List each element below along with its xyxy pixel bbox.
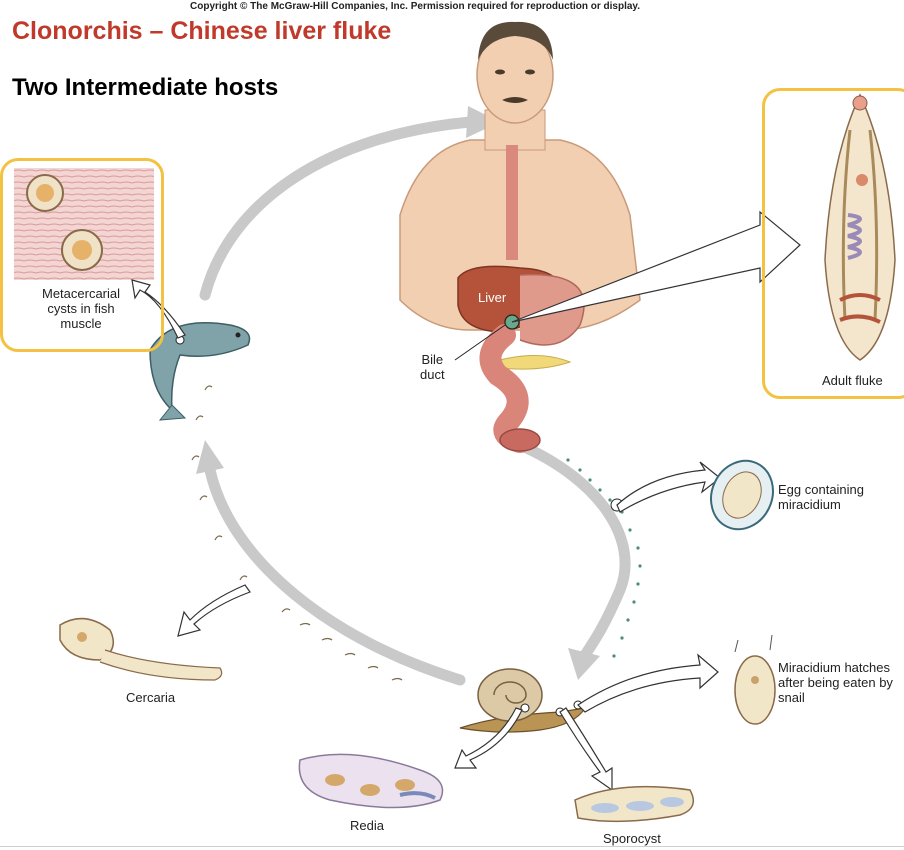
metacercarial-label-line3: muscle	[60, 316, 102, 331]
cercaria-illustration	[59, 617, 223, 681]
arrow-to-cercaria	[177, 584, 251, 637]
muscle-cysts-illustration	[14, 168, 154, 280]
arrow-snail-to-miracidium	[577, 653, 719, 713]
arrow-snail-to-sporocyst	[559, 707, 613, 792]
miracidium-illustration	[734, 634, 776, 725]
metacercarial-label-line2: cysts in fish	[47, 301, 115, 316]
cycle-arrow-human-to-snail	[514, 439, 631, 680]
bottom-divider	[0, 846, 904, 847]
adult-fluke-illustration	[824, 93, 896, 361]
copyright-notice: Copyright © The McGraw-Hill Companies, I…	[190, 1, 641, 12]
egg-label: Egg containing miracidium	[778, 482, 864, 512]
metacercarial-label-line1: Metacercarial	[41, 286, 121, 301]
miracidium-label: Miracidium hatches after being eaten by …	[778, 660, 893, 705]
page-subtitle: Two Intermediate hosts	[12, 74, 279, 101]
miracidium-label-line2: after being eaten by	[778, 675, 893, 690]
egg-label-line2: miracidium	[778, 497, 841, 512]
miracidium-label-line3: snail	[778, 690, 805, 705]
sporocyst-label: Sporocyst	[603, 831, 661, 846]
bile-duct-label-line2: duct	[420, 367, 445, 382]
redia-illustration	[298, 753, 444, 809]
redia-label: Redia	[350, 818, 384, 833]
cycle-arrow-fish-to-human	[199, 106, 500, 301]
human-host	[399, 21, 641, 453]
cercaria-label: Cercaria	[126, 690, 176, 705]
metacercarial-label: Metacercarial cysts in fish muscle	[18, 286, 144, 331]
bile-duct-label-line1: Bile	[421, 352, 444, 367]
bile-duct-label: Bile duct	[420, 352, 445, 382]
arrow-snail-to-redia	[454, 707, 523, 769]
cercariae-trail	[191, 385, 403, 681]
liver-label: Liver	[478, 290, 507, 305]
cycle-arrow-snail-to-fish	[196, 440, 466, 686]
fish-host	[149, 322, 251, 421]
adult-fluke-highlight-box	[762, 88, 904, 399]
egg-label-line1: Egg containing	[778, 482, 865, 497]
egg-trail	[566, 458, 642, 658]
arrow-liver-to-adult-fluke	[511, 210, 801, 323]
snail-host	[459, 668, 587, 733]
miracidium-label-line1: Miracidium hatches	[778, 660, 890, 675]
metacercarial-highlight-box	[0, 158, 164, 352]
adult-fluke-label: Adult fluke	[822, 373, 883, 388]
sporocyst-illustration	[574, 785, 695, 823]
egg-illustration	[610, 459, 774, 531]
page-title: Clonorchis – Chinese liver fluke	[12, 17, 392, 45]
